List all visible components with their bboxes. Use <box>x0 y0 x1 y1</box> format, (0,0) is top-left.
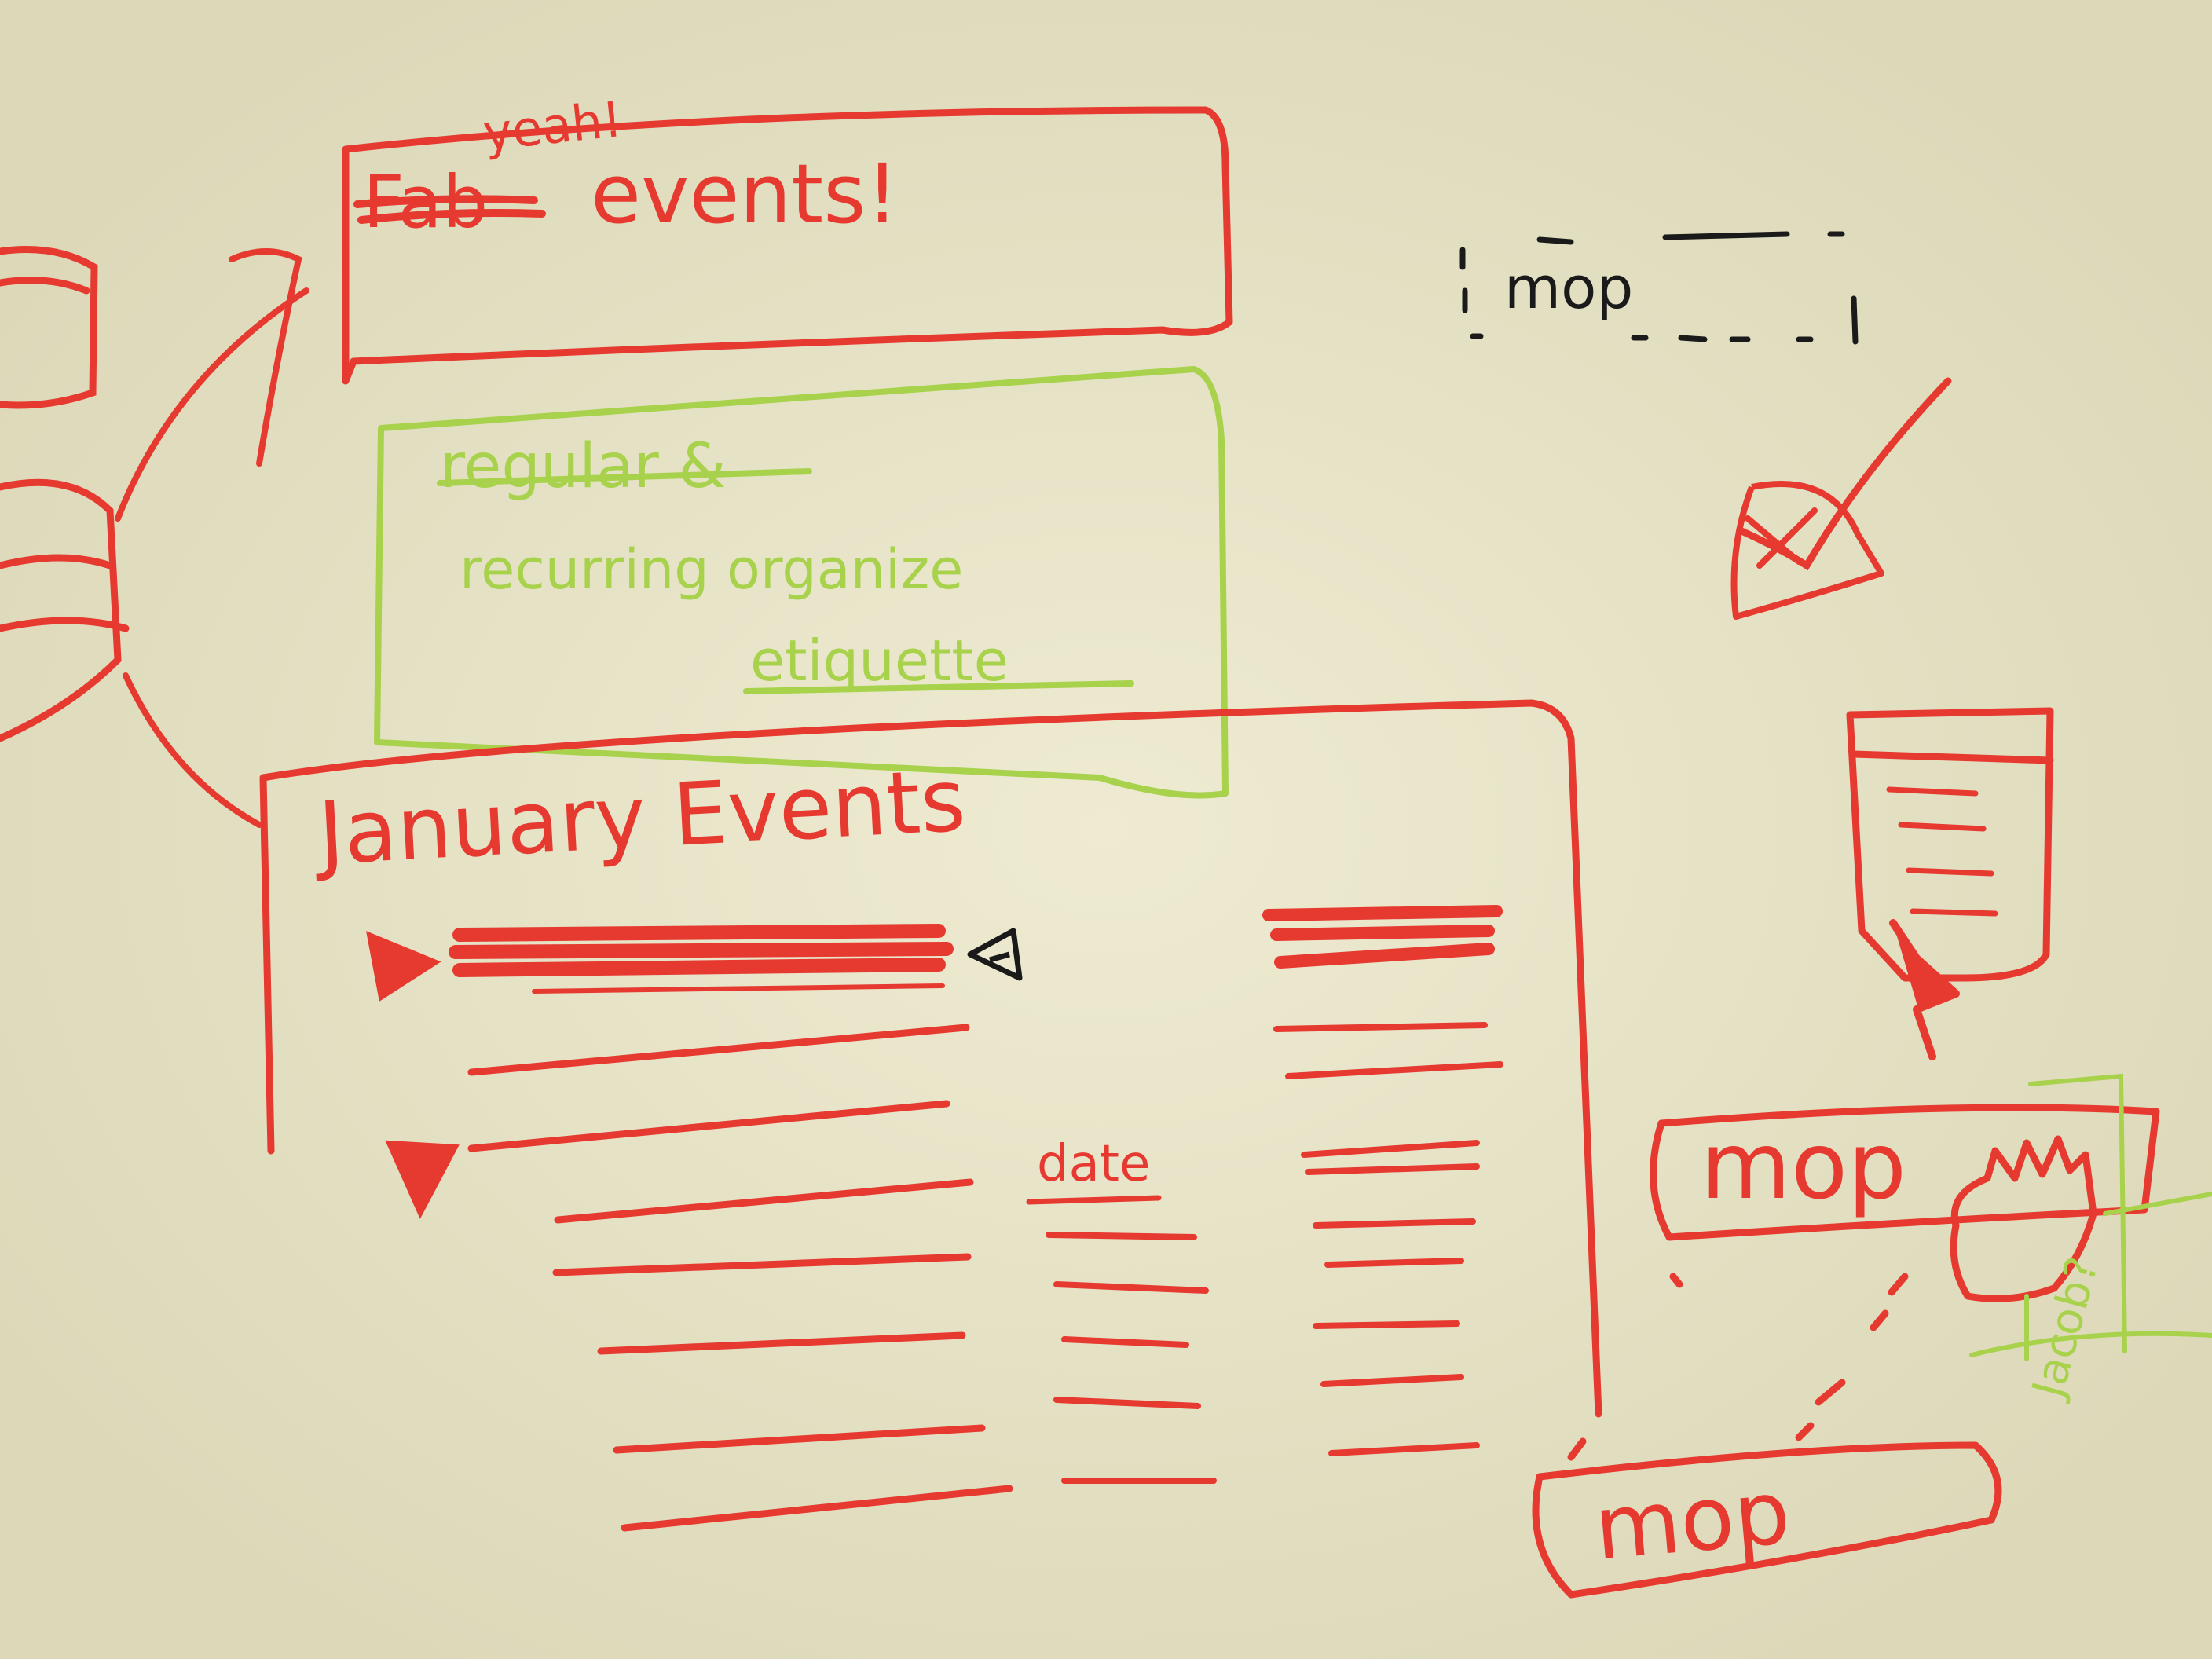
hand-cursor-icon <box>1950 1135 2097 1302</box>
green-note-line2: recurring organize <box>460 537 964 602</box>
checkmark-icon <box>1736 377 1952 571</box>
banner-struck-word: Fab <box>363 160 489 244</box>
green-note-line3: etiquette <box>750 628 1009 694</box>
drag-path-dashes <box>1567 1273 1909 1461</box>
cursor-arrow-icon <box>967 928 1023 981</box>
right-column-highlight <box>1262 905 1503 969</box>
mop-pill-frame <box>1532 1441 2002 1599</box>
mop-hover-button-label: mop <box>1701 1111 1907 1220</box>
green-side-sketch <box>1969 1073 2212 1361</box>
event-title-lines <box>467 1024 1013 1532</box>
document-header-rule <box>1850 750 2054 764</box>
document-icon <box>1846 707 2054 982</box>
right-column-lines <box>1273 1022 1503 1456</box>
mop-pill-label: mop <box>1590 1461 1794 1580</box>
top-banner-frame <box>342 106 1233 385</box>
document-text-lines <box>1886 786 1998 917</box>
selected-event-row <box>449 924 954 977</box>
mop-dashed-box <box>1459 231 1859 345</box>
selected-row-underline <box>532 983 945 994</box>
checkbox-scribble <box>1745 507 1818 569</box>
date-column-lines <box>1046 1232 1217 1484</box>
banner-strike-through <box>353 195 546 224</box>
events-panel-frame <box>259 699 1602 1418</box>
date-label-underline <box>1026 1195 1162 1205</box>
mop-button-frame <box>1650 1104 2160 1241</box>
expand-triangle-open <box>366 931 441 1002</box>
dashed-box-mop-label: mop <box>1504 255 1634 322</box>
connector-arrows <box>115 248 309 828</box>
expand-triangle-collapsed <box>385 1140 460 1219</box>
green-note-line1: regular & <box>440 431 727 502</box>
checkbox-icon <box>1730 481 1884 620</box>
banner-heading: events! <box>591 146 899 242</box>
green-strike-through <box>437 468 1134 694</box>
green-box-frame <box>374 366 1229 799</box>
date-column-label: date <box>1037 1135 1151 1193</box>
left-cylinder-sketches <box>0 246 130 742</box>
document-pointer-arrow <box>1889 919 1960 1060</box>
